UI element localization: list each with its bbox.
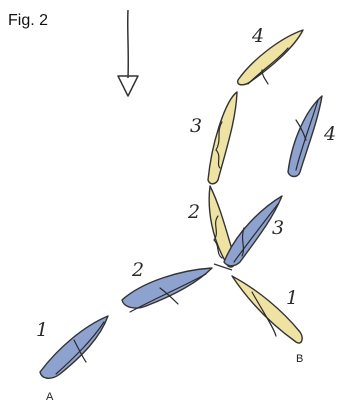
- blue-position-4-label: 4: [323, 123, 336, 145]
- blue-boat-3: [223, 195, 283, 267]
- blue-boat-1: [39, 315, 109, 379]
- blue-position-1-label: 1: [36, 319, 48, 341]
- yellow-position-2-label: 2: [187, 201, 200, 223]
- yellow-position-4-label: 4: [251, 25, 264, 47]
- yellow-position-3-label: 3: [190, 115, 202, 137]
- crossing-mark: [213, 263, 233, 271]
- blue-position-3-label: 3: [272, 217, 284, 239]
- blue-position-2-label: 2: [131, 259, 144, 281]
- yellow-boat-3: [207, 91, 238, 185]
- blue-boat-2: [121, 267, 213, 313]
- arrow-down-icon: [117, 9, 139, 97]
- yellow-boat-4: [237, 29, 304, 86]
- yellow-boat-1: [231, 275, 303, 344]
- figure-label: Fig. 2: [8, 12, 49, 29]
- yellow-position-1-label: 1: [286, 287, 298, 309]
- point-b-label: B: [296, 353, 303, 365]
- blue-boat-4: [287, 95, 323, 178]
- point-a-label: A: [46, 391, 54, 403]
